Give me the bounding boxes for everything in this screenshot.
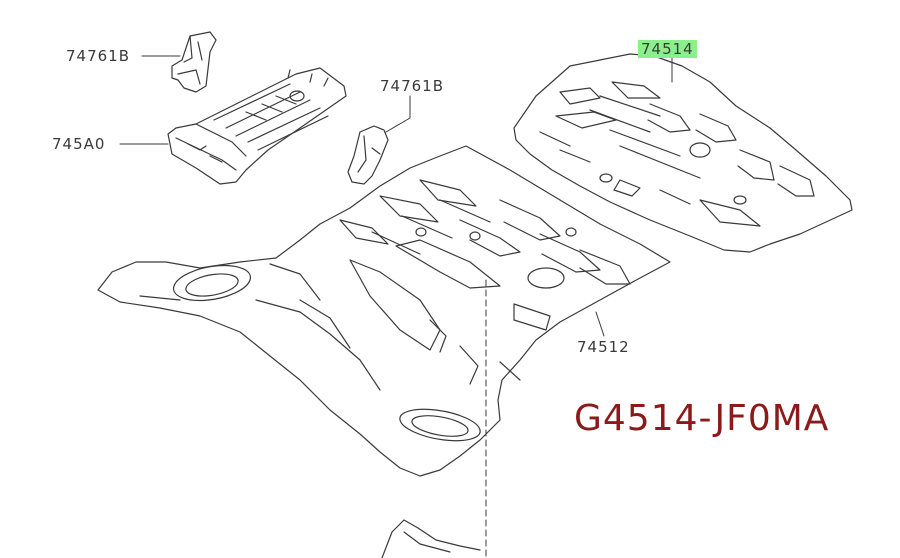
- callout-74514-highlighted: 74514: [638, 40, 697, 58]
- reinforcement-745a0: [167, 67, 347, 185]
- lower-part: [381, 519, 481, 558]
- callout-74761b-upper: 74761B: [66, 47, 131, 65]
- callout-745a0: 745A0: [52, 135, 106, 153]
- callout-74761b-center: 74761B: [380, 77, 445, 95]
- bracket-74761b-upper: [171, 31, 217, 93]
- front-floor-panel-74512: [97, 145, 671, 477]
- callout-74512: 74512: [577, 338, 630, 356]
- rear-floor-panel-74514: [513, 53, 853, 253]
- bracket-74761b-center: [347, 125, 389, 185]
- leader-74512: [595, 311, 605, 337]
- leader-74761b-center: [385, 95, 411, 133]
- part-number-label: G4514-JF0MA: [574, 398, 830, 439]
